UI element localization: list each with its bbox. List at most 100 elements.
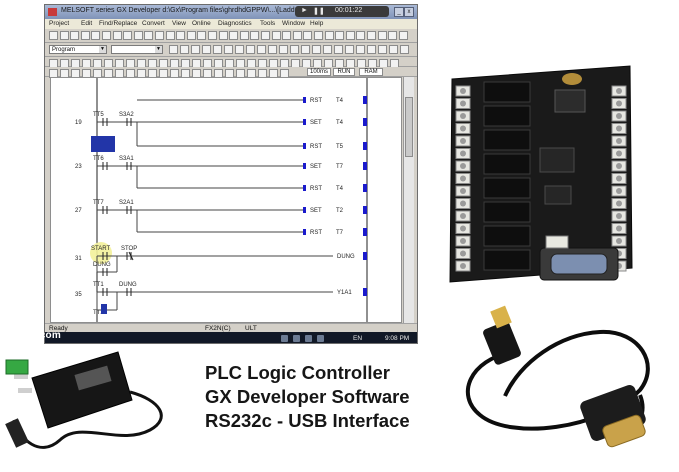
- contact-label[interactable]: TT7: [93, 200, 104, 206]
- toolbar-button[interactable]: [324, 31, 334, 40]
- app-icon[interactable]: [317, 335, 324, 342]
- contact-label[interactable]: START: [91, 246, 110, 252]
- toolbar-button[interactable]: [70, 31, 80, 40]
- toolbar-button[interactable]: [257, 45, 266, 54]
- run-chip: RUN: [333, 68, 355, 76]
- menu-tools[interactable]: Tools: [260, 20, 276, 27]
- toolbar-button[interactable]: [282, 31, 292, 40]
- vertical-scrollbar[interactable]: [403, 77, 414, 323]
- contact-label[interactable]: DUNG: [93, 262, 111, 268]
- toolbar-button[interactable]: [367, 45, 376, 54]
- folder-icon[interactable]: [281, 335, 288, 342]
- close-button[interactable]: x: [404, 7, 414, 17]
- menu-edit[interactable]: Edit: [81, 20, 93, 27]
- toolbar-button[interactable]: [112, 31, 122, 40]
- menu-convert[interactable]: Convert: [142, 20, 165, 27]
- toolbar-button[interactable]: [169, 45, 178, 54]
- toolbar-button[interactable]: [186, 31, 196, 40]
- toolbar-button[interactable]: [213, 45, 222, 54]
- toolbar-button[interactable]: [314, 31, 323, 40]
- toolbar-button[interactable]: [80, 31, 90, 40]
- toolbar-button[interactable]: [388, 31, 398, 40]
- toolbar-button[interactable]: [224, 45, 233, 54]
- program-combo[interactable]: Program ▼: [49, 45, 107, 54]
- toolbar-button[interactable]: [59, 31, 69, 40]
- toolbar-button[interactable]: [235, 45, 244, 54]
- toolbar-button[interactable]: [334, 45, 343, 54]
- menu-view[interactable]: View: [172, 20, 186, 27]
- menu-find-replace[interactable]: Find/Replace: [99, 20, 138, 27]
- toolbar-button[interactable]: [102, 31, 111, 40]
- driver-chip: [544, 185, 572, 205]
- menu-help[interactable]: Help: [310, 20, 324, 27]
- coil-bracket: [303, 97, 306, 103]
- toolbar-button[interactable]: [400, 45, 409, 54]
- toolbar-button[interactable]: [312, 45, 321, 54]
- menu-online[interactable]: Online: [192, 20, 211, 27]
- contact-label[interactable]: DUNG: [119, 282, 137, 288]
- toolbar-button[interactable]: [268, 45, 277, 54]
- toolbar-button[interactable]: [279, 45, 288, 54]
- minimize-button[interactable]: _: [394, 7, 404, 17]
- toolbar-button[interactable]: [144, 31, 154, 40]
- terminal-screw: [616, 213, 622, 219]
- toolbar-button[interactable]: [133, 31, 143, 40]
- contact-label[interactable]: STOP: [121, 246, 137, 252]
- menu-diagnostics[interactable]: Diagnostics: [218, 20, 252, 27]
- contact-label[interactable]: TT5: [93, 112, 104, 118]
- toolbar-button[interactable]: [202, 45, 211, 54]
- toolbar-button[interactable]: [165, 31, 175, 40]
- terminal-screw: [616, 175, 622, 182]
- toolbar-button[interactable]: [356, 45, 365, 54]
- toolbar-button[interactable]: [91, 31, 101, 40]
- browser-icon[interactable]: [293, 335, 300, 342]
- gx-developer-window: MELSOFT series GX Developer d:\Gx\Progra…: [44, 4, 418, 344]
- contact-label[interactable]: TT1: [93, 282, 104, 288]
- toolbar-button[interactable]: [271, 31, 281, 40]
- media-icon[interactable]: [305, 335, 312, 342]
- toolbar-button[interactable]: [290, 45, 299, 54]
- toolbar-button[interactable]: [261, 31, 270, 40]
- toolbar-button[interactable]: [303, 31, 313, 40]
- toolbar-button[interactable]: [301, 45, 310, 54]
- play-icon[interactable]: ►: [301, 7, 308, 14]
- contact-label[interactable]: TT6: [93, 156, 104, 162]
- menu-project[interactable]: Project: [49, 20, 70, 27]
- toolbar-button[interactable]: [398, 31, 408, 40]
- contact-label[interactable]: S2A1: [119, 200, 134, 206]
- menu-window[interactable]: Window: [282, 20, 306, 27]
- toolbar-button[interactable]: [292, 31, 302, 40]
- toolbar-button[interactable]: [229, 31, 239, 40]
- contact-label[interactable]: S3A2: [119, 112, 134, 118]
- media-overlay: ► ❚❚ 00:01:22: [295, 6, 389, 17]
- toolbar-button[interactable]: [176, 31, 186, 40]
- toolbar-button[interactable]: [378, 45, 387, 54]
- scrollbar-thumb[interactable]: [405, 97, 413, 157]
- toolbar-button[interactable]: [389, 45, 398, 54]
- toolbar-button[interactable]: [335, 31, 345, 40]
- device-combo[interactable]: ▼: [111, 45, 163, 54]
- terminal-screw: [616, 100, 622, 107]
- cursor-block[interactable]: [91, 136, 115, 152]
- toolbar-button[interactable]: [197, 31, 207, 40]
- ladder-editor[interactable]: RST T4 19 TT5 S3A2 SET T4 RST T5 23 TT6 …: [50, 77, 402, 323]
- toolbar-button[interactable]: [367, 31, 376, 40]
- toolbar-button[interactable]: [345, 31, 355, 40]
- toolbar-button[interactable]: [345, 45, 354, 54]
- toolbar-button[interactable]: [246, 45, 255, 54]
- toolbar-button[interactable]: [180, 45, 189, 54]
- toolbar-button[interactable]: [123, 31, 133, 40]
- contact-label[interactable]: TT2: [93, 310, 104, 316]
- toolbar-button[interactable]: [218, 31, 228, 40]
- toolbar-button[interactable]: [239, 31, 249, 40]
- toolbar-button[interactable]: [377, 31, 387, 40]
- toolbar-button[interactable]: [49, 31, 58, 40]
- toolbar-button[interactable]: [155, 31, 164, 40]
- pause-icon[interactable]: ❚❚: [313, 8, 325, 15]
- contact-label[interactable]: S3A1: [119, 156, 134, 162]
- toolbar-button[interactable]: [191, 45, 200, 54]
- toolbar-button[interactable]: [356, 31, 366, 40]
- toolbar-button[interactable]: [250, 31, 260, 40]
- toolbar-button[interactable]: [208, 31, 217, 40]
- toolbar-button[interactable]: [323, 45, 332, 54]
